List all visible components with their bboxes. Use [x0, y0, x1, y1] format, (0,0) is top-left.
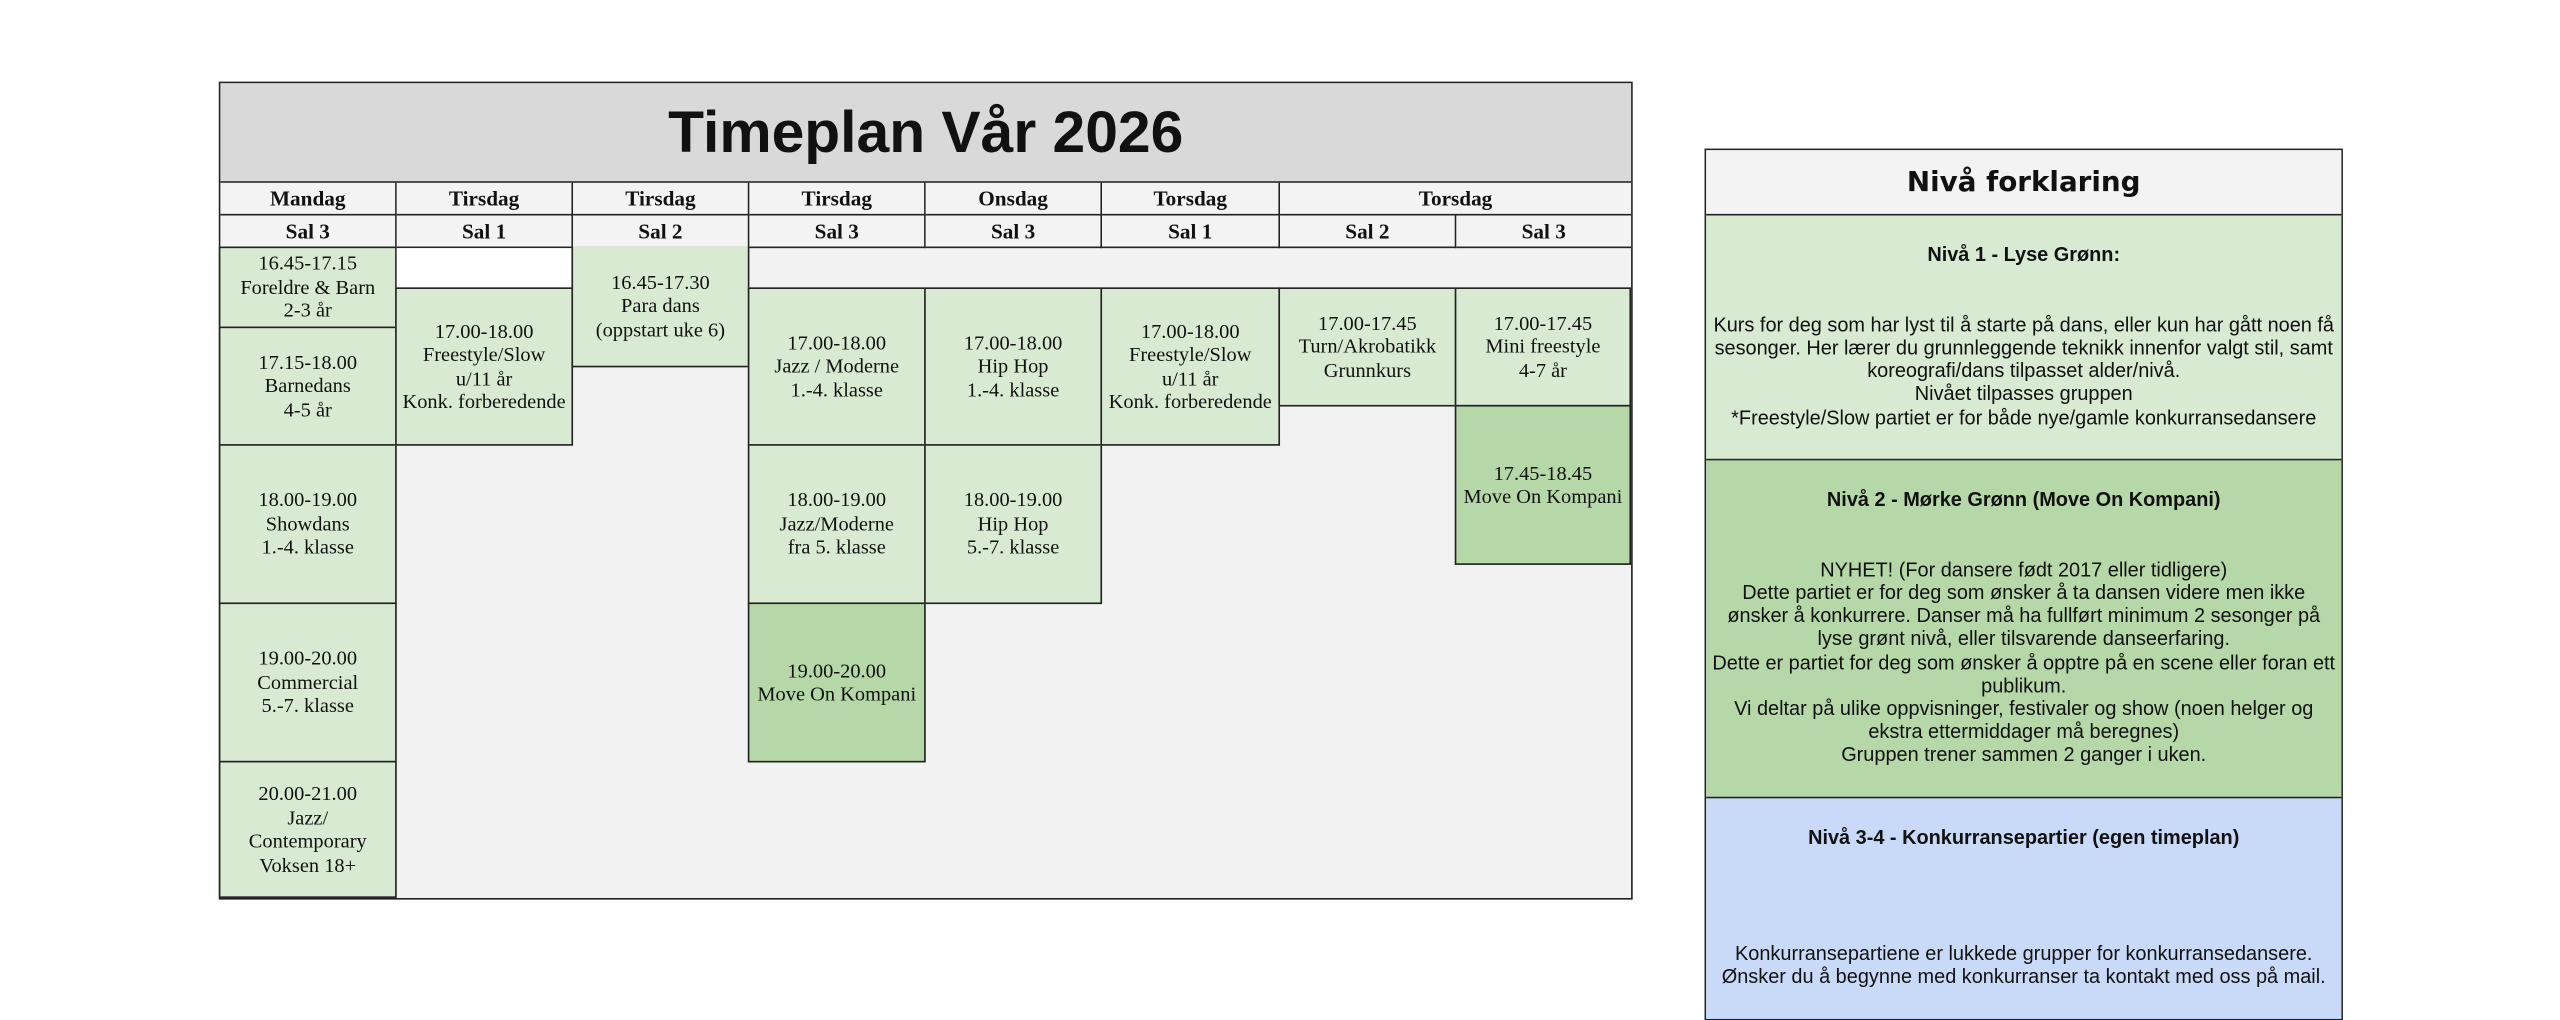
class-cell: 20.00-21.00 Jazz/ Contemporary Voksen 18… — [218, 760, 397, 898]
class-cell: 16.45-17.30 Para dans (oppstart uke 6) — [571, 246, 750, 368]
legend-level-2: Nivå 2 - Mørke Grønn (Move On Kompani) N… — [1706, 460, 2342, 799]
legend-level-text: NYHET! (For dansere født 2017 eller tidl… — [1712, 558, 2336, 767]
day-header-mandag: Mandag — [220, 182, 397, 216]
legend-level-3-4: Nivå 3-4 - Konkurransepartier (egen time… — [1706, 798, 2342, 1019]
room-header: Sal 3 — [1456, 215, 1632, 249]
class-cell: 18.00-19.00 Jazz/Moderne fra 5. klasse — [747, 444, 926, 605]
class-cell: 17.00-18.00 Jazz / Moderne 1.-4. klasse — [747, 287, 926, 446]
legend-title: Nivå forklaring — [1706, 150, 2342, 216]
legend-level-text: Konkurransepartiene er lukkede grupper f… — [1721, 942, 2326, 989]
room-header: Sal 3 — [220, 215, 397, 249]
class-cell: 18.00-19.00 Hip Hop 5.-7. klasse — [924, 444, 1103, 605]
class-cell: 17.00-17.45 Turn/Akrobatikk Grunnkurs — [1278, 287, 1457, 407]
class-cell: 19.00-20.00 Commercial 5.-7. klasse — [218, 602, 397, 763]
day-header-tirsdag: Tirsdag — [396, 182, 574, 216]
day-header-tirsdag: Tirsdag — [573, 182, 750, 216]
day-header-tirsdag: Tirsdag — [749, 182, 926, 216]
class-cell: 17.00-18.00 Hip Hop 1.-4. klasse — [924, 287, 1103, 446]
class-cell: 17.00-18.00 Freestyle/Slow u/11 år Konk.… — [395, 287, 574, 446]
day-header-onsdag: Onsdag — [925, 182, 1103, 216]
legend-level-heading: Nivå 2 - Mørke Grønn (Move On Kompani) — [1826, 488, 2221, 512]
legend-level-heading: Nivå 3-4 - Konkurransepartier (egen time… — [1808, 826, 2240, 850]
day-header-torsdag: Torsdag — [1102, 182, 1281, 216]
class-cell: 16.45-17.15 Foreldre & Barn 2-3 år — [218, 246, 397, 329]
class-cell: 17.00-18.00 Freestyle/Slow u/11 år Konk.… — [1100, 287, 1281, 446]
legend-level-1: Nivå 1 - Lyse Grønn: Kurs for deg som ha… — [1706, 215, 2342, 461]
room-header: Sal 1 — [396, 215, 574, 249]
schedule-table: Timeplan Vår 2026 Mandag Tirsdag Tirsdag… — [218, 81, 1633, 900]
day-header-torsdag: Torsdag — [1280, 182, 1632, 216]
class-cell: 18.00-19.00 Showdans 1.-4. klasse — [218, 444, 397, 605]
legend-level-heading: Nivå 1 - Lyse Grønn: — [1927, 243, 2121, 267]
room-header: Sal 3 — [749, 215, 926, 249]
class-cell: 19.00-20.00 Move On Kompani — [747, 602, 926, 763]
room-header: Sal 2 — [1280, 215, 1457, 249]
room-header: Sal 2 — [573, 215, 750, 249]
room-header: Sal 1 — [1102, 215, 1281, 249]
room-header: Sal 3 — [925, 215, 1103, 249]
class-cell: 17.45-18.45 Move On Kompani — [1454, 404, 1632, 565]
schedule-title: Timeplan Vår 2026 — [220, 83, 1632, 183]
class-cell: 17.15-18.00 Barnedans 4-5 år — [218, 326, 397, 446]
empty-slot — [396, 248, 575, 291]
level-legend: Nivå forklaring Nivå 1 - Lyse Grønn: Kur… — [1704, 148, 2343, 1020]
class-cell: 17.00-17.45 Mini freestyle 4-7 år — [1454, 287, 1632, 407]
legend-level-text: Kurs for deg som har lyst til å starte p… — [1713, 313, 2334, 429]
